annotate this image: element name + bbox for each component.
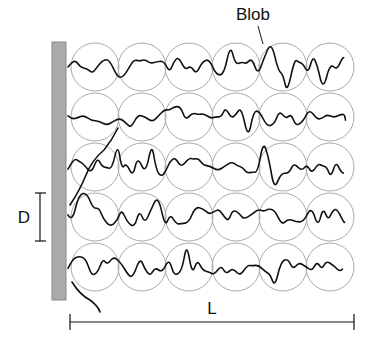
blob-circle	[118, 243, 166, 291]
polymer-chain	[68, 107, 346, 132]
blob-circle	[165, 143, 213, 191]
blob-circle	[212, 193, 260, 241]
blob-circle	[212, 143, 260, 191]
blob-circle	[71, 43, 119, 91]
polymer-chain	[72, 282, 100, 312]
dimension-label: L	[207, 300, 216, 317]
blob-circle	[259, 93, 307, 141]
blob-circle	[118, 43, 166, 91]
blob-circle	[259, 193, 307, 241]
polymer-chain	[68, 250, 342, 283]
polymer-chain	[68, 47, 344, 88]
blob-circle	[212, 43, 260, 91]
polymer-chain	[68, 146, 343, 184]
dimension-label: D	[18, 209, 30, 226]
blob-circle	[212, 243, 260, 291]
blob-circle	[118, 93, 166, 141]
polymer-chains	[68, 47, 346, 312]
wall	[52, 42, 66, 300]
blob-circle	[306, 143, 354, 191]
blob-circle	[71, 243, 119, 291]
blob-circle	[259, 43, 307, 91]
blob-circle	[306, 93, 354, 141]
polymer-chain	[70, 128, 118, 205]
blob-circle	[259, 243, 307, 291]
polymer-chain	[68, 193, 345, 225]
leader-line	[258, 26, 263, 44]
d-bracket	[35, 193, 46, 241]
blob-label: Blob	[236, 6, 270, 23]
